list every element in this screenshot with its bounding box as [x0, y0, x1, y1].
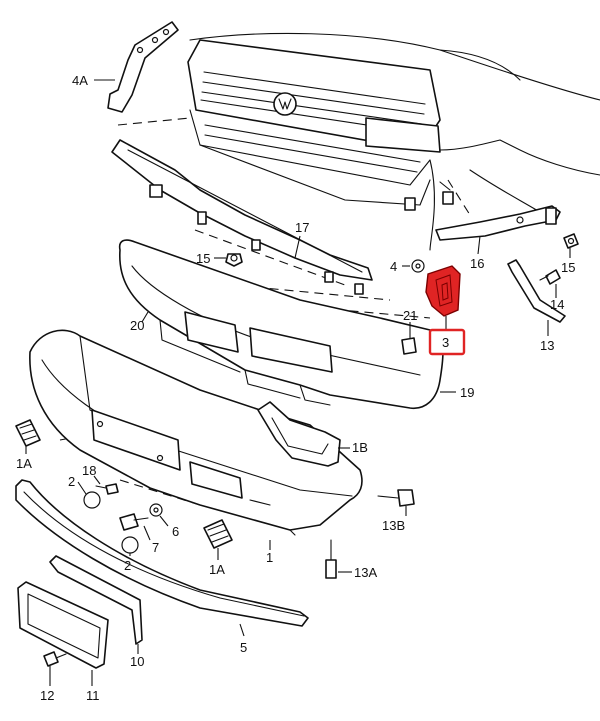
part-2-cap-lower [121, 536, 139, 556]
part-20-absorber [118, 239, 444, 409]
part-15-clip-right [563, 233, 579, 258]
callout-2-upper[interactable]: 2 [68, 474, 75, 489]
part-13-stay [507, 259, 566, 336]
part-1-bumper-lower [29, 329, 363, 550]
callout-20[interactable]: 20 [130, 318, 144, 333]
callout-3[interactable]: 3 [442, 335, 449, 350]
callout-1a-bottom[interactable]: 1A [209, 562, 225, 577]
callout-11[interactable]: 11 [86, 688, 100, 703]
part-7-bolt [119, 513, 151, 541]
part-13b-bolt [377, 489, 415, 516]
part-15-clip-left [214, 253, 243, 267]
part-3-highlighted-bracket [425, 265, 461, 330]
vehicle-front [187, 32, 600, 251]
callout-15-right[interactable]: 15 [561, 260, 575, 275]
part-13a-bolt [325, 539, 352, 579]
callout-1b[interactable]: 1B [352, 440, 368, 455]
callout-13b[interactable]: 13B [382, 518, 405, 533]
part-12-screw [43, 651, 67, 686]
callout-4a-top[interactable]: 4A [72, 73, 88, 88]
part-17-carrier [111, 139, 373, 295]
part-5-trim-strip [15, 479, 309, 637]
callout-12[interactable]: 12 [40, 688, 54, 703]
part-4-washer [402, 259, 425, 273]
callout-14[interactable]: 14 [550, 297, 564, 312]
callout-2-lower[interactable]: 2 [124, 558, 131, 573]
callout-1[interactable]: 1 [266, 550, 273, 565]
callout-21[interactable]: 21 [403, 308, 417, 323]
callout-3-highlight-box[interactable] [428, 328, 466, 356]
callout-10[interactable]: 10 [130, 654, 144, 669]
callout-18[interactable]: 18 [82, 463, 96, 478]
callout-7[interactable]: 7 [152, 540, 159, 555]
part-1a-grille-bottom [203, 519, 233, 560]
part-14-screw [539, 269, 561, 298]
callout-15-left[interactable]: 15 [196, 251, 210, 266]
part-4a-bracket [94, 21, 179, 113]
part-2-cap-upper [77, 481, 101, 509]
callout-13a[interactable]: 13A [354, 565, 377, 580]
callout-13[interactable]: 13 [540, 338, 554, 353]
callout-19[interactable]: 19 [460, 385, 474, 400]
part-16-bracket [435, 205, 561, 255]
callout-16[interactable]: 16 [470, 256, 484, 271]
callout-17[interactable]: 17 [295, 220, 309, 235]
callout-4[interactable]: 4 [390, 259, 397, 274]
callout-5[interactable]: 5 [240, 640, 247, 655]
part-1a-grille-left [15, 419, 41, 454]
part-6-grommet [149, 503, 169, 527]
callout-6[interactable]: 6 [172, 524, 179, 539]
part-1b-bracket [257, 401, 350, 467]
part-18-screw [93, 475, 119, 495]
part-21-clip [401, 322, 417, 355]
callout-1a-left[interactable]: 1A [16, 456, 32, 471]
part-10-plate-holder [49, 555, 143, 654]
part-11-plate-frame [17, 581, 109, 686]
